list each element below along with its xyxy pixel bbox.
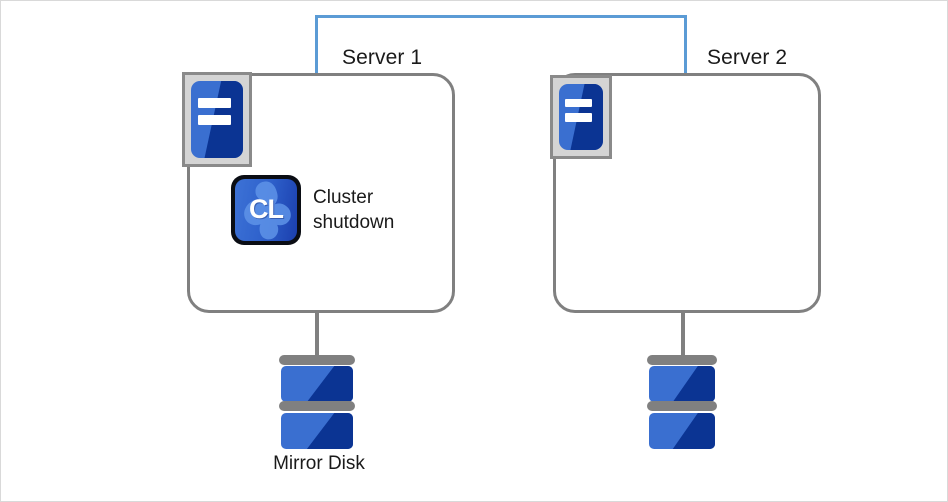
server-icon [550, 75, 612, 159]
disk-platter-bar-top [279, 355, 355, 365]
cl-icon: CL [231, 175, 301, 245]
cluster-shutdown-label-line-1: Cluster [313, 187, 374, 208]
server-icon-body [191, 81, 243, 158]
disk-platter-bar-top [647, 355, 717, 365]
cl-icon-blob [244, 181, 291, 240]
disk-platter-bar-mid [647, 401, 717, 411]
cl-icon-body: CL [235, 179, 297, 241]
cluster-shutdown-label: Cluster shutdown [313, 185, 453, 235]
cluster-shutdown-label-line-2: shutdown [313, 212, 395, 233]
disk-icon [647, 355, 717, 457]
mirror-disk-label: Mirror Disk [273, 453, 365, 474]
interconnect-link [315, 15, 687, 75]
disk-body-shade [672, 366, 715, 402]
cl-icon-label: CL [249, 193, 284, 224]
server-icon-body [559, 84, 603, 150]
disk-body-upper [649, 366, 715, 402]
server-icon [182, 72, 252, 167]
server-2-title: Server 2 [707, 46, 788, 69]
server-icon-bay-1 [565, 98, 593, 108]
disk-body-shade [672, 413, 715, 449]
server-2-box [553, 73, 821, 313]
disk-body-lower [649, 413, 715, 449]
disk-body-lower [281, 413, 353, 449]
server-icon-bay-2 [565, 113, 593, 122]
server-icon-bay-2 [198, 114, 231, 125]
disk-body-shade [306, 413, 353, 449]
disk-platter-bar-mid [279, 401, 355, 411]
server-1-to-disk-connector [315, 311, 319, 359]
disk-body-upper [281, 366, 353, 402]
disk-icon [279, 355, 355, 457]
server-2-to-disk-connector [681, 311, 685, 359]
server-1-title: Server 1 [342, 46, 423, 69]
disk-body-shade [306, 366, 353, 402]
server-icon-bay-1 [198, 97, 231, 108]
